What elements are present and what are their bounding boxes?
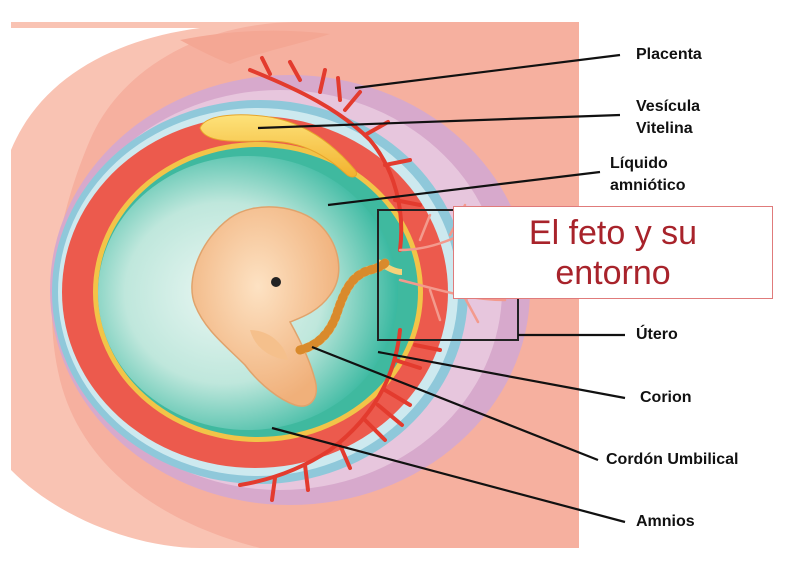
title-box: El feto y su entorno <box>453 206 773 299</box>
label-liquido-line2: amniótico <box>610 175 686 196</box>
label-utero: Útero <box>636 324 678 345</box>
diagram-title: El feto y su entorno <box>529 213 697 293</box>
label-placenta: Placenta <box>636 44 702 65</box>
title-line-2: entorno <box>555 254 670 292</box>
embryo-eye <box>271 277 281 287</box>
label-vesicula-line2: Vitelina <box>636 118 693 139</box>
label-corion: Corion <box>640 387 692 408</box>
label-vesicula-line1: Vesícula <box>636 96 700 117</box>
title-line-1: El feto y su <box>529 214 697 252</box>
label-amnios: Amnios <box>636 511 695 532</box>
label-liquido-line1: Líquido <box>610 153 668 174</box>
label-cordon: Cordón Umbilical <box>606 449 738 470</box>
